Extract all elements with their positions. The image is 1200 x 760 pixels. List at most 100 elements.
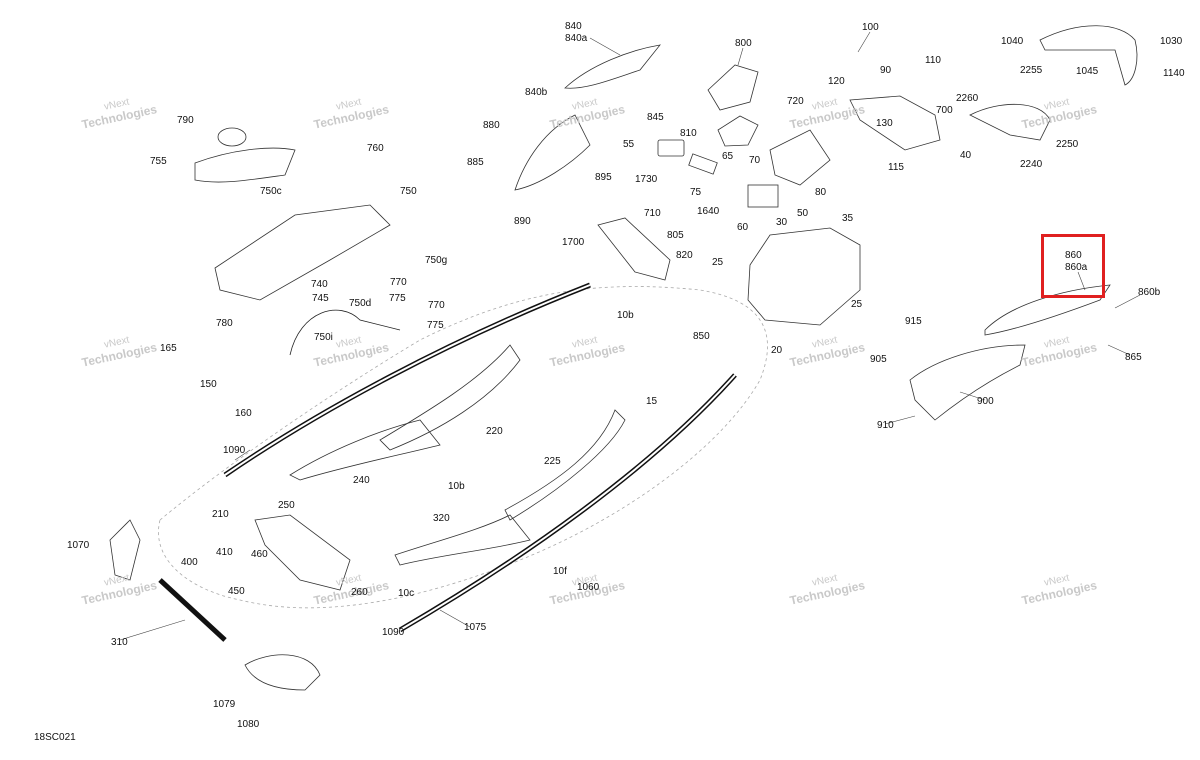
callout-905: 905 [870,354,887,365]
callout-1040: 1040 [1001,36,1024,47]
callout-320: 260 [351,587,368,598]
callout-890: 890 [514,216,531,227]
callout-745: 745 [312,293,329,304]
callout-860a: 860a [1065,262,1088,273]
callout-75: 75 [690,187,702,198]
callout-2250: 2250 [1056,139,1079,150]
callout-60: 60 [737,222,749,233]
callout-1140: 1140 [1163,68,1185,79]
callout-750c: 750c [260,186,282,197]
rail-1090-left [223,282,591,478]
callout-1700: 1700 [562,237,585,248]
callout-1070: 1070 [67,540,90,551]
callout-910: 910 [877,420,894,431]
callout-750g: 750g [425,255,448,266]
panel-225 [504,409,626,521]
callout-25: 25 [712,257,724,268]
callout-110: 110 [925,55,941,66]
callout-860: 860 [1065,250,1082,261]
cable-750i [289,309,401,356]
callout-130: 130 [876,118,893,129]
part-900 [909,344,1026,421]
callout-1030: 1030 [1160,36,1183,47]
callout-1730: 1730 [635,174,658,185]
callout-710: 710 [644,208,661,219]
callout-805: 805 [667,230,684,241]
engine-block-20 [747,227,861,326]
callout-2260: 2260 [956,93,979,104]
part-2250 [969,103,1051,141]
hull-outline [158,286,768,609]
callout-100: 100 [862,22,879,33]
callout-120: 120 [828,76,845,87]
callout-1045: 1045 [1076,66,1099,77]
callout-25b: 25 [851,299,863,310]
callout-150: 150 [200,379,217,390]
callout-450: 450 [228,586,245,597]
callout-50: 50 [797,208,809,219]
part-1700 [597,217,671,281]
callout-860b: 860b [1138,287,1161,298]
callout-845: 845 [647,112,664,123]
part-1070 [109,519,141,581]
callout-720: 720 [787,96,804,107]
callout-310: 1090 [382,627,405,638]
callout-700: 700 [936,105,953,116]
callout-240: 240 [353,475,370,486]
callout-30: 30 [776,217,788,228]
part-880 [514,114,591,191]
callout-1075: 1079 [213,699,236,710]
callout-775b: 775 [427,320,444,331]
callout-20: 20 [771,345,783,356]
callout-70: 70 [749,155,761,166]
callout-2255: 2255 [1020,65,1043,76]
callout-65: 65 [722,151,734,162]
callout-115: 115 [888,162,904,173]
panel-220 [379,344,521,451]
callout-10c: 10f [553,566,567,577]
part-120-700 [849,95,941,151]
callout-15: 15 [646,396,658,407]
callout-820: 820 [676,250,693,261]
part-755 [194,147,296,183]
callout-1060: 310 [111,637,128,648]
mat-240-right [394,514,531,566]
part-210 [254,514,351,591]
callout-790: 790 [177,115,194,126]
callout-750i: 750i [314,332,333,343]
part-65 [688,153,718,175]
callout-895: 895 [595,172,612,183]
callout-800: 800 [735,38,752,49]
part-1075 [244,654,321,691]
callout-10b: 10b [617,310,634,321]
callout-220: 220 [486,426,503,437]
callout-865: 865 [1125,352,1142,363]
callout-775: 775 [389,293,406,304]
callout-770: 770 [390,277,407,288]
callout-240b: 320 [433,513,450,524]
callout-1090b: 1075 [464,622,487,633]
callout-740: 740 [311,279,328,290]
callout-750: 750 [400,186,417,197]
callout-10f: 1060 [577,582,600,593]
callout-880: 880 [483,120,500,131]
callout-400: 400 [181,557,198,568]
callout-260: 10c [398,588,415,599]
callout-885: 885 [467,157,484,168]
callout-460: 460 [251,549,268,560]
part-810 [717,115,759,147]
callout-410: 410 [216,547,233,558]
callout-760: 760 [367,143,384,154]
callout-915: 915 [905,316,922,327]
callout-90: 90 [880,65,892,76]
callout-840a: 840a [565,33,588,44]
callout-1090: 1090 [223,445,246,456]
callout-40: 40 [960,150,972,161]
callout-35: 35 [842,213,854,224]
part-50 [747,184,779,208]
callout-160: 160 [235,408,252,419]
callout-770b: 770 [428,300,445,311]
callout-210: 210 [212,509,229,520]
rail-1060 [158,578,227,642]
